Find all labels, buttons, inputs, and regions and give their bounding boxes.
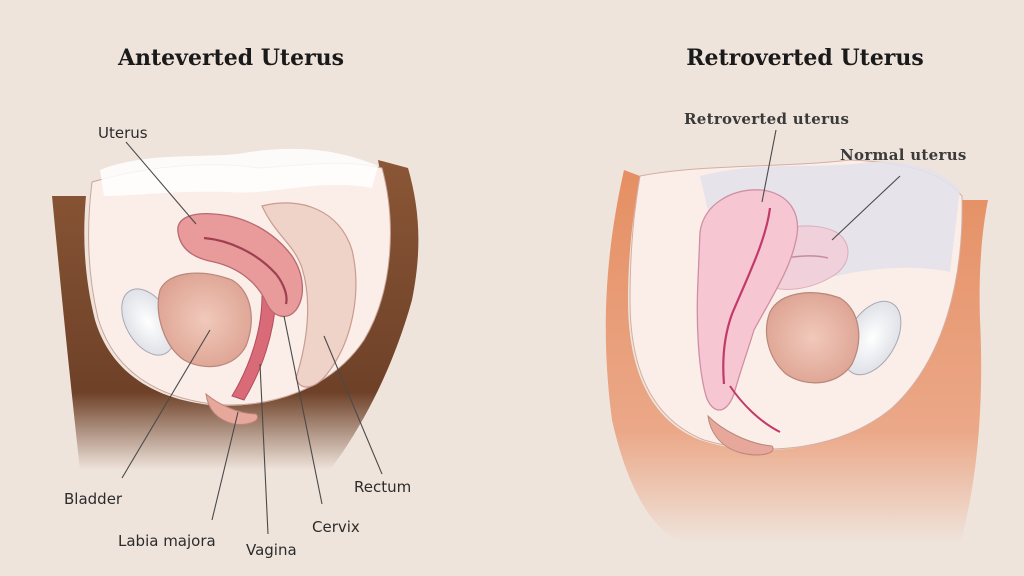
bladder-right bbox=[765, 292, 860, 384]
leader-rectum bbox=[323, 335, 383, 475]
label-cervix: Cervix bbox=[312, 518, 360, 536]
bladder-left bbox=[157, 272, 252, 368]
uterine-cavity-right bbox=[722, 207, 772, 385]
label-bladder: Bladder bbox=[64, 490, 123, 508]
label-uterus: Uterus bbox=[98, 124, 148, 142]
label-labia-majora: Labia majora bbox=[118, 532, 216, 550]
title-anteverted: Anteverted Uterus bbox=[117, 45, 344, 71]
vaginal-canal-left bbox=[231, 295, 277, 401]
leader-retroverted-uterus bbox=[761, 129, 777, 203]
label-rectum: Rectum bbox=[354, 478, 411, 496]
abdominal-cutaway-left bbox=[100, 148, 378, 196]
uterine-cavity-left bbox=[203, 236, 288, 305]
leader-labia bbox=[211, 411, 239, 521]
label-retroverted-uterus: Retroverted uterus bbox=[684, 110, 849, 128]
leader-cervix bbox=[283, 315, 323, 505]
leader-vagina bbox=[259, 363, 269, 535]
labia-left bbox=[205, 392, 258, 425]
leader-normal-uterus bbox=[831, 175, 901, 241]
anteverted-illustration bbox=[52, 148, 419, 470]
rectum-left bbox=[261, 202, 357, 388]
uterus-right bbox=[696, 189, 799, 411]
body-silhouette-right bbox=[605, 170, 988, 544]
leader-bladder bbox=[121, 329, 211, 479]
vaginal-canal-right bbox=[729, 385, 781, 433]
label-vagina: Vagina bbox=[246, 541, 297, 559]
label-normal-uterus: Normal uterus bbox=[840, 146, 967, 164]
retroverted-illustration bbox=[605, 159, 988, 544]
labia-right bbox=[707, 414, 774, 456]
body-silhouette-left bbox=[52, 160, 419, 470]
title-retroverted: Retroverted Uterus bbox=[686, 45, 924, 71]
leader-uterus bbox=[125, 141, 197, 225]
